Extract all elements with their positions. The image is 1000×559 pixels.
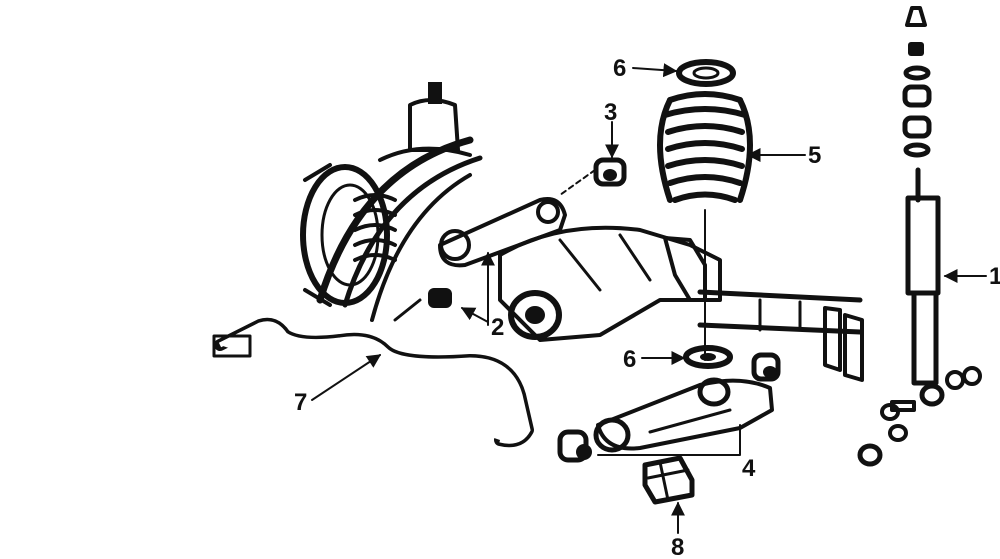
- lower-control-arm: [557, 352, 781, 463]
- callout-1: 1: [989, 263, 1000, 290]
- callout-2: 2: [491, 314, 504, 341]
- callout-6-lower: 6: [623, 346, 636, 373]
- callout-8: 8: [671, 534, 684, 559]
- rear-axle-assembly: [300, 82, 864, 382]
- callout-6-upper: 6: [613, 55, 626, 82]
- coil-spring: [657, 91, 753, 361]
- stabilizer-bushing: [559, 157, 627, 196]
- spring-insulator-upper: [676, 59, 736, 87]
- shock-absorber: [857, 6, 982, 467]
- callout-leaders: [311, 63, 987, 534]
- callout-3: 3: [604, 99, 617, 126]
- callout-7: 7: [294, 389, 307, 416]
- stabilizer-bar: [212, 317, 534, 448]
- callout-4: 4: [742, 455, 756, 482]
- bumper: [642, 455, 695, 505]
- callout-5: 5: [808, 142, 821, 169]
- spring-insulator-lower: [683, 345, 733, 369]
